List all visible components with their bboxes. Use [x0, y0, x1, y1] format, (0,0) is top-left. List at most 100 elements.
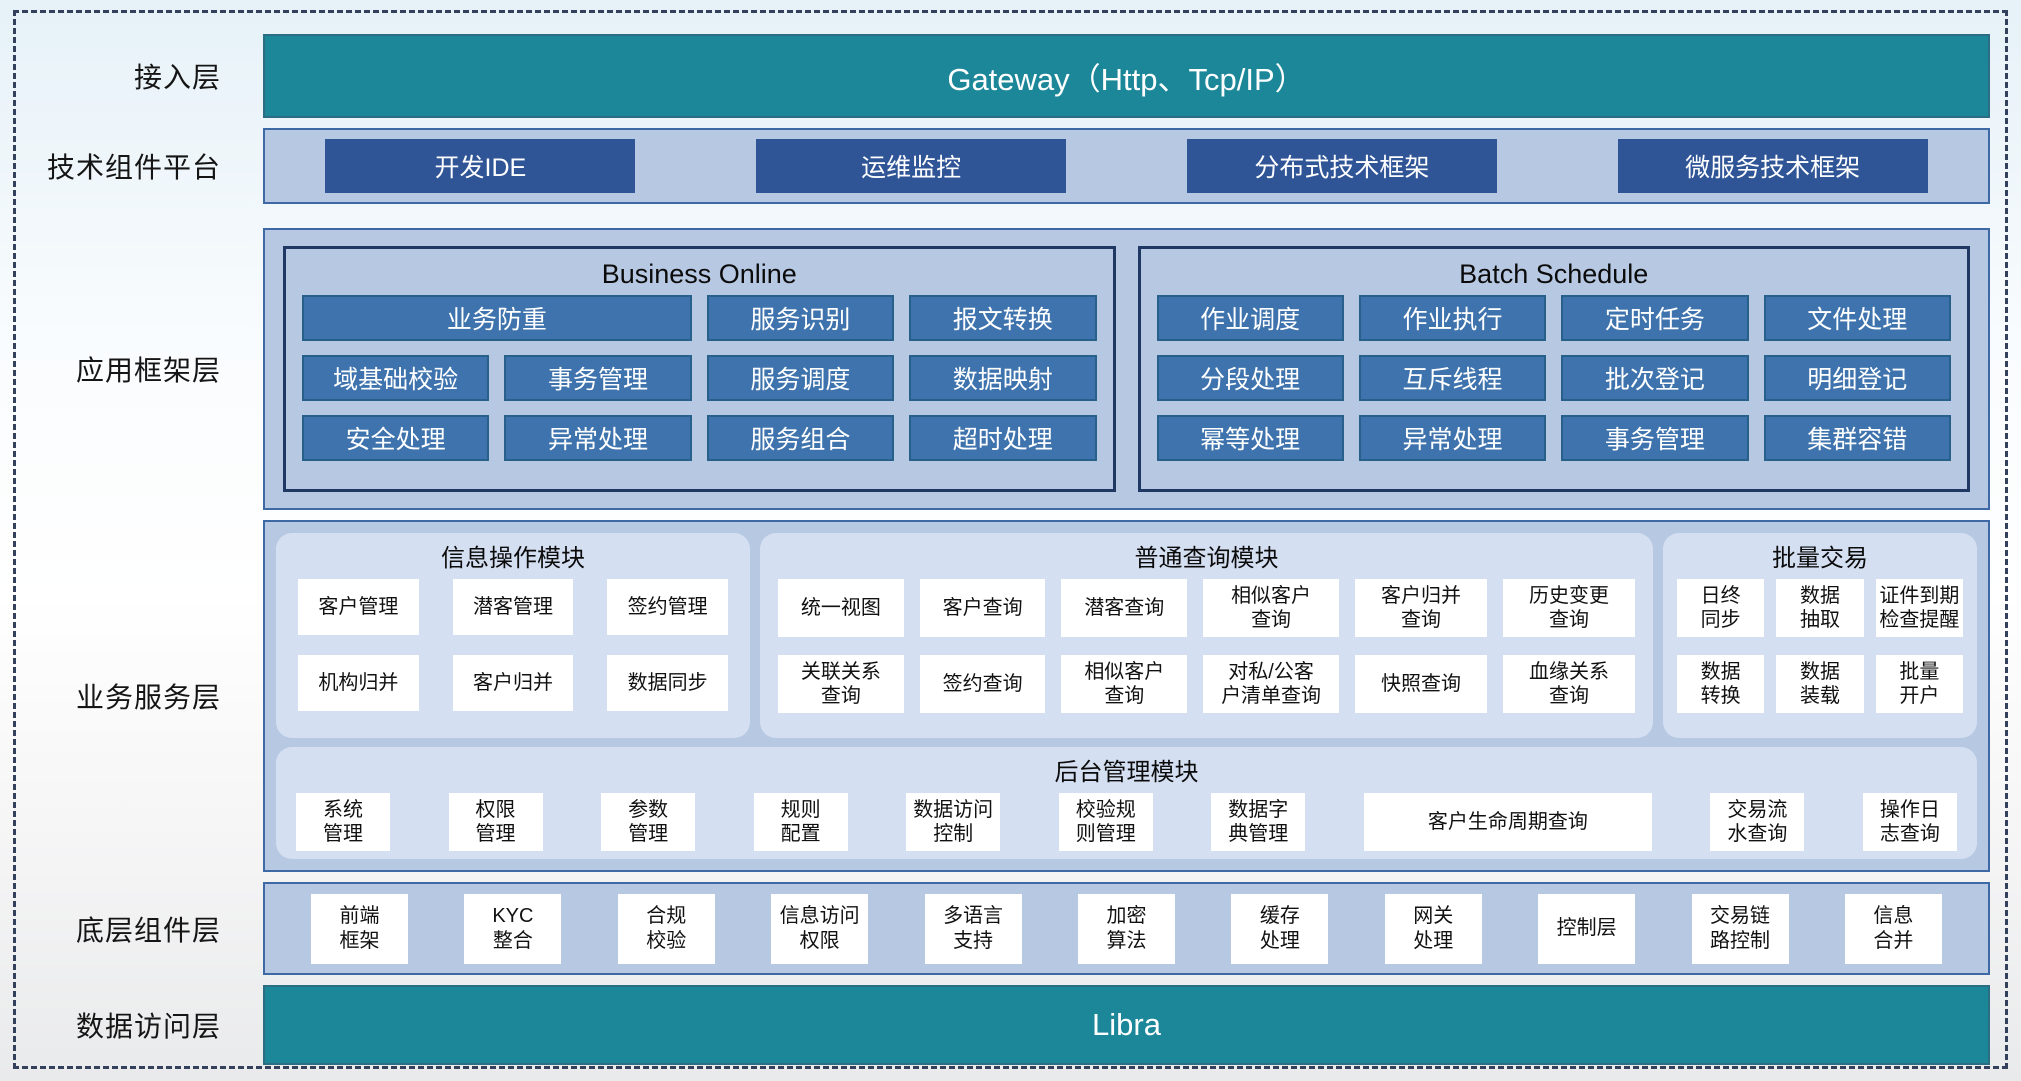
- layer-row-access: 接入层 Gateway（Http、Tcp/IP）: [0, 34, 2021, 118]
- base-item: 加密 算法: [1077, 893, 1175, 964]
- bo-item: 服务识别: [706, 295, 895, 341]
- bs-item: 集群容错: [1763, 415, 1951, 461]
- admin-item: 操作日 志查询: [1862, 793, 1957, 851]
- bo-item: 业务防重: [302, 295, 692, 341]
- bs-item: 作业执行: [1358, 295, 1547, 341]
- backend-admin-row: 系统 管理 权限 管理 参数 管理 规则 配置 数据访问 控制 校验规 则管理 …: [290, 793, 1963, 851]
- admin-item: 参数 管理: [601, 793, 696, 851]
- batch-trade-title: 批量交易: [1772, 545, 1868, 572]
- query-item: 相似客户 查询: [1203, 579, 1339, 637]
- admin-item: 规则 配置: [753, 793, 848, 851]
- base-components-label: 底层组件层: [75, 914, 221, 946]
- info-item: 数据同步: [607, 655, 728, 711]
- bs-item: 幂等处理: [1156, 415, 1344, 461]
- batch-item: 日终 同步: [1677, 579, 1765, 637]
- batch-schedule-grid: 作业调度 作业执行 定时任务 文件处理 分段处理 互斥线程 批次登记 明细登记 …: [1156, 295, 1951, 461]
- business-service-container: 信息操作模块 客户管理 潜客管理 签约管理 机构归并 客户归并 数据同步: [263, 520, 1990, 872]
- bo-item: 异常处理: [504, 415, 692, 461]
- base-item: 多语言 支持: [924, 893, 1022, 964]
- base-item: 缓存 处理: [1231, 893, 1329, 964]
- query-item: 签约查询: [919, 655, 1046, 713]
- bs-item: 明细登记: [1763, 355, 1951, 401]
- layer-row-app-framework: 应用框架层 Business Online 业务防重 服务识别 报文转换 域基础…: [0, 228, 2021, 510]
- base-item: 信息访问 权限: [771, 893, 869, 964]
- backend-admin-title: 后台管理模块: [1054, 759, 1199, 786]
- bs-item: 异常处理: [1358, 415, 1547, 461]
- info-item: 客户归并: [452, 655, 574, 711]
- query-item: 关联关系 查询: [778, 655, 904, 713]
- tech-platform-label: 技术组件平台: [46, 152, 221, 183]
- info-item: 机构归并: [298, 655, 419, 711]
- access-layer-label: 接入层: [133, 62, 221, 93]
- backend-admin-module: 后台管理模块 系统 管理 权限 管理 参数 管理 规则 配置 数据访问 控制 校…: [276, 747, 1977, 859]
- query-item: 相似客户 查询: [1061, 655, 1188, 713]
- info-operation-title: 信息操作模块: [441, 545, 585, 572]
- query-item: 历史变更 查询: [1502, 579, 1635, 637]
- query-item: 客户查询: [919, 579, 1046, 637]
- common-query-grid: 统一视图 客户查询 潜客查询 相似客户 查询 客户归并 查询 历史变更 查询 关…: [774, 579, 1639, 713]
- bo-item: 域基础校验: [302, 355, 490, 401]
- tech-item-microservice-framework: 微服务技术框架: [1617, 139, 1928, 193]
- business-service-label: 业务服务层: [75, 682, 221, 713]
- base-item: 合规 校验: [617, 893, 715, 964]
- info-operation-module: 信息操作模块 客户管理 潜客管理 签约管理 机构归并 客户归并 数据同步: [276, 533, 750, 738]
- tech-item-distributed-framework: 分布式技术框架: [1186, 139, 1497, 193]
- query-item: 潜客查询: [1061, 579, 1188, 637]
- business-service-top-row: 信息操作模块 客户管理 潜客管理 签约管理 机构归并 客户归并 数据同步: [276, 533, 1977, 738]
- bo-item: 事务管理: [504, 355, 692, 401]
- base-item: KYC 整合: [464, 893, 562, 964]
- bo-item: 服务组合: [706, 415, 895, 461]
- batch-schedule-panel: Batch Schedule 作业调度 作业执行 定时任务 文件处理 分段处理 …: [1137, 246, 1970, 492]
- admin-item: 校验规 则管理: [1058, 793, 1153, 851]
- admin-item: 权限 管理: [448, 793, 543, 851]
- data-access-label: 数据访问层: [75, 1011, 221, 1042]
- common-query-title: 普通查询模块: [1134, 545, 1279, 572]
- batch-item: 数据 转换: [1677, 655, 1765, 713]
- bs-item: 作业调度: [1156, 295, 1344, 341]
- info-item: 客户管理: [298, 579, 419, 635]
- bo-item: 服务调度: [706, 355, 895, 401]
- bo-item: 安全处理: [302, 415, 490, 461]
- app-framework-label: 应用框架层: [75, 355, 221, 386]
- bs-item: 文件处理: [1763, 295, 1951, 341]
- batch-item: 证件到期 检查提醒: [1875, 579, 1963, 637]
- business-online-grid: 业务防重 服务识别 报文转换 域基础校验 事务管理 服务调度 数据映射 安全处理…: [302, 295, 1097, 461]
- base-item: 网关 处理: [1384, 893, 1482, 964]
- admin-item: 交易流 水查询: [1710, 793, 1805, 851]
- bs-item: 批次登记: [1561, 355, 1749, 401]
- admin-item: 系统 管理: [296, 793, 390, 851]
- bo-item: 超时处理: [909, 415, 1097, 461]
- query-item: 统一视图: [778, 579, 904, 637]
- info-item: 签约管理: [607, 579, 728, 635]
- batch-schedule-title: Batch Schedule: [1459, 259, 1649, 289]
- libra-bar: Libra: [263, 985, 1990, 1065]
- batch-item: 批量 开户: [1875, 655, 1963, 713]
- query-item: 客户归并 查询: [1354, 579, 1487, 637]
- app-framework-container: Business Online 业务防重 服务识别 报文转换 域基础校验 事务管…: [263, 228, 1990, 510]
- gateway-bar: Gateway（Http、Tcp/IP）: [263, 34, 1990, 118]
- batch-item: 数据 装载: [1776, 655, 1864, 713]
- bo-item: 数据映射: [909, 355, 1097, 401]
- base-item: 前端 框架: [311, 893, 408, 964]
- business-online-panel: Business Online 业务防重 服务识别 报文转换 域基础校验 事务管…: [283, 246, 1116, 492]
- business-online-title: Business Online: [601, 259, 797, 289]
- batch-trade-grid: 日终 同步 数据 抽取 证件到期 检查提醒 数据 转换 数据 装载 批量 开户: [1677, 579, 1963, 713]
- layer-row-data-access: 数据访问层 Libra: [0, 985, 2021, 1065]
- base-components-bar: 前端 框架 KYC 整合 合规 校验 信息访问 权限 多语言 支持 加密 算法 …: [263, 882, 1990, 975]
- tech-item-dev-ide: 开发IDE: [325, 139, 636, 193]
- bs-item: 定时任务: [1561, 295, 1749, 341]
- bs-item: 互斥线程: [1358, 355, 1547, 401]
- base-item: 交易链 路控制: [1691, 893, 1789, 964]
- batch-item: 数据 抽取: [1776, 579, 1864, 637]
- query-item: 对私/公客 户清单查询: [1203, 655, 1339, 713]
- admin-item-customer-lifecycle: 客户生命周期查询: [1363, 793, 1652, 851]
- admin-item: 数据访问 控制: [906, 793, 1001, 851]
- layer-row-business-service: 业务服务层 信息操作模块 客户管理 潜客管理 签约管理 机构归并 客户归并: [0, 520, 2021, 872]
- query-item: 快照查询: [1354, 655, 1487, 713]
- batch-trade-module: 批量交易 日终 同步 数据 抽取 证件到期 检查提醒 数据 转换 数据 装载 批…: [1663, 533, 1977, 738]
- base-item: 控制层: [1538, 893, 1636, 964]
- tech-item-ops-monitor: 运维监控: [756, 139, 1067, 193]
- bo-item: 报文转换: [909, 295, 1097, 341]
